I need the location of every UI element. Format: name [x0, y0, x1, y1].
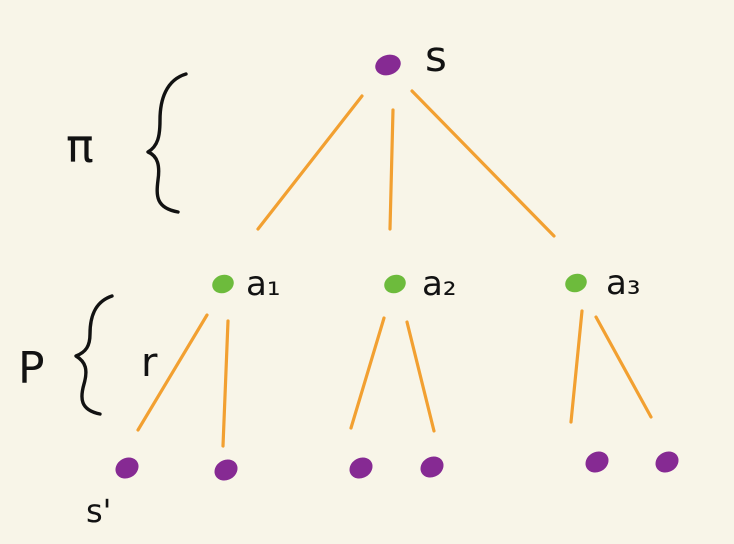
policy-brace-icon	[146, 72, 188, 214]
edge-a2-s3	[349, 316, 386, 430]
transition-symbol: P	[18, 343, 45, 394]
action-node-a1	[212, 274, 234, 294]
edge-a1-s2	[221, 319, 230, 448]
policy-symbol: π	[66, 119, 94, 173]
next-state-node-6	[655, 451, 679, 473]
edge-a1-s1	[136, 313, 209, 432]
transition-inner-label: r	[141, 340, 158, 386]
next-state-node-3	[349, 457, 373, 479]
next-state-node-5	[585, 451, 609, 473]
action-label-a1: a₁	[246, 264, 280, 304]
action-node-a3	[565, 273, 587, 293]
root-state-node	[375, 54, 401, 76]
edge-root-a1	[256, 94, 364, 231]
action-node-a2	[384, 274, 406, 294]
action-label-a3: a₃	[606, 263, 640, 303]
next-state-node-2	[214, 459, 238, 481]
root-state-label: s	[425, 32, 447, 81]
next-state-label: s'	[86, 492, 111, 530]
edge-root-a2	[388, 108, 395, 231]
edge-a2-s4	[405, 320, 436, 433]
transition-brace-icon	[74, 294, 114, 416]
next-state-node-4	[420, 456, 444, 478]
action-label-a2: a₂	[422, 264, 456, 304]
edge-a3-s5	[569, 309, 584, 424]
edge-root-a3	[410, 89, 556, 238]
edge-a3-s6	[594, 315, 653, 419]
next-state-node-1	[115, 457, 139, 479]
